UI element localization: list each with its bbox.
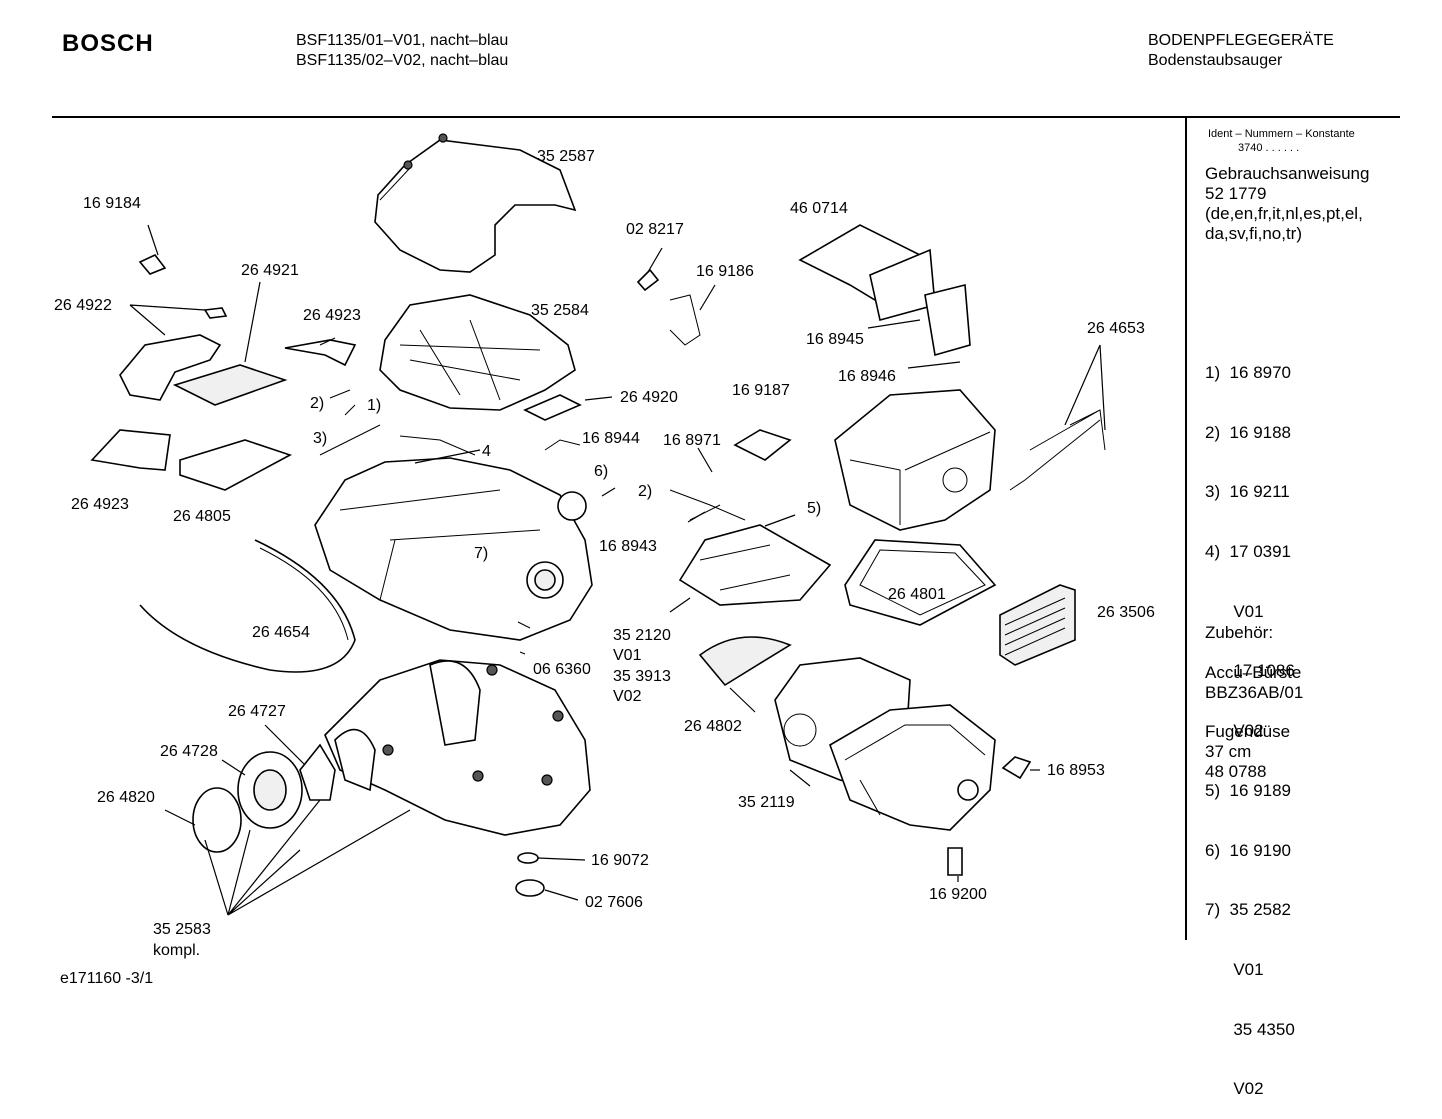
label-16-9072: 16 9072 (591, 852, 649, 869)
hepa-filter-part (999, 584, 1076, 666)
footnote-item: V01 (1205, 960, 1264, 979)
label-02-7606: 02 7606 (585, 894, 643, 911)
label-note-2b: 2) (638, 483, 653, 500)
label-02-8217: 02 8217 (626, 221, 684, 238)
label-16-8944: 16 8944 (582, 430, 640, 447)
accessory-2-code: 48 0788 (1205, 762, 1267, 781)
base-part (324, 659, 591, 836)
brand-logo: BOSCH (62, 30, 154, 57)
manual-languages-1: (de,en,fr,it,nl,es,pt,el, (1205, 204, 1363, 223)
label-35-2584: 35 2584 (531, 302, 589, 319)
filter-housing-part (669, 429, 997, 687)
label-35-2119: 35 2119 (738, 794, 795, 811)
cover-part (90, 254, 357, 491)
label-16-9184: 16 9184 (83, 195, 141, 212)
label-26-4921: 26 4921 (241, 262, 299, 279)
accessory-1-name: Accu–Bürste (1205, 663, 1302, 682)
label-16-9186: 16 9186 (696, 263, 754, 280)
footnote-item: 1) 16 8970 (1205, 362, 1292, 382)
footnote-item: 17 1086 (1205, 661, 1295, 681)
label-note-2a: 2) (310, 395, 325, 412)
footnote-item: 2) 16 9188 (1205, 422, 1292, 442)
footnote-item: 5) 16 9189 (1205, 780, 1292, 800)
label-v02: V02 (613, 688, 642, 705)
label-26-4653: 26 4653 (1087, 320, 1145, 337)
manual-title: Gebrauchsanweisung (1205, 164, 1370, 183)
label-note-3: 3) (313, 430, 328, 447)
label-note-7: 7) (474, 545, 489, 562)
label-26-4920: 26 4920 (620, 389, 678, 406)
footnote-item: V02 (1205, 721, 1264, 741)
top-housing-part (379, 294, 576, 411)
label-35-2583: 35 2583 (153, 921, 211, 938)
label-26-4801: 26 4801 (888, 586, 946, 603)
manual-languages-2: da,sv,fi,no,tr) (1205, 224, 1302, 243)
category-title: BODENPFLEGEGERÄTE (1148, 32, 1334, 49)
label-16-8953: 16 8953 (1047, 762, 1105, 779)
header-divider (52, 116, 1400, 118)
ident-value: 3740 . . . . . . (1238, 142, 1300, 154)
label-26-4802: 26 4802 (684, 718, 742, 735)
label-16-8945: 16 8945 (806, 331, 864, 348)
accessory-2-size: 37 cm (1205, 742, 1252, 761)
label-26-3506: 26 3506 (1097, 604, 1155, 621)
label-26-4727: 26 4727 (228, 703, 286, 720)
lower-housing-part (774, 657, 1032, 831)
subcategory-title: Bodenstaubsauger (1148, 52, 1283, 69)
footnote-list: 1) 16 8970 2) 16 9188 3) 16 9211 4) 17 0… (1205, 323, 1295, 1119)
label-note-4: 4 (482, 443, 491, 460)
lid-part (374, 133, 577, 273)
label-v01: V01 (613, 647, 642, 664)
exploded-parts-drawing (90, 133, 1106, 916)
label-35-2587: 35 2587 (537, 148, 595, 165)
label-note-6: 6) (594, 463, 609, 480)
accessory-1-code: BBZ36AB/01 (1205, 683, 1304, 702)
footnote-item: V02 (1205, 1079, 1264, 1099)
label-26-4728: 26 4728 (160, 743, 218, 760)
footnote-item: 35 4350 (1205, 1019, 1295, 1039)
document-id: e171160 -3/1 (60, 970, 154, 987)
footnote-item: 3) 16 9211 (1205, 482, 1290, 502)
dust-container-part (834, 389, 996, 531)
label-46-0714: 46 0714 (790, 200, 848, 217)
accessories-title: Zubehör: (1205, 623, 1274, 642)
bumper-strip-part (139, 539, 356, 673)
label-16-8971: 16 8971 (663, 432, 721, 449)
label-note-1a: 1) (367, 397, 382, 414)
small-parts (319, 268, 701, 521)
ident-label: Ident – Nummern – Konstante (1208, 128, 1355, 140)
label-06-6360: 06 6360 (533, 661, 591, 678)
wheel-part (192, 743, 336, 853)
footnote-item: 7) 35 2582 (1205, 900, 1292, 920)
label-26-4654: 26 4654 (252, 624, 310, 641)
label-26-4805: 26 4805 (173, 508, 231, 525)
dust-bag-part (798, 224, 971, 357)
footnote-item: V01 (1205, 601, 1264, 621)
label-16-9187: 16 9187 (732, 382, 790, 399)
label-26-4923-top: 26 4923 (303, 307, 361, 324)
label-35-3913: 35 3913 (613, 668, 671, 685)
label-16-8943: 16 8943 (599, 538, 657, 555)
label-kompl: kompl. (153, 942, 201, 959)
model-line-1: BSF1135/01–V01, nacht–blau (296, 32, 509, 49)
footnote-item: 6) 16 9190 (1205, 840, 1292, 860)
main-body-part (314, 457, 593, 641)
model-line-2: BSF1135/02–V02, nacht–blau (296, 52, 509, 69)
footnote-item: 4) 17 0391 (1205, 541, 1292, 561)
label-26-4923-bottom: 26 4923 (71, 496, 129, 513)
manual-number: 52 1779 (1205, 184, 1267, 203)
label-35-2120: 35 2120 (613, 627, 671, 644)
leader-lines (129, 224, 1106, 916)
accessory-2-name: Fugendüse (1205, 722, 1291, 741)
label-16-8946: 16 8946 (838, 368, 896, 385)
label-16-9200: 16 9200 (929, 886, 987, 903)
label-26-4922: 26 4922 (54, 297, 112, 314)
label-note-5: 5) (807, 500, 822, 517)
label-26-4820: 26 4820 (97, 789, 155, 806)
sidebar-divider (1185, 116, 1187, 940)
